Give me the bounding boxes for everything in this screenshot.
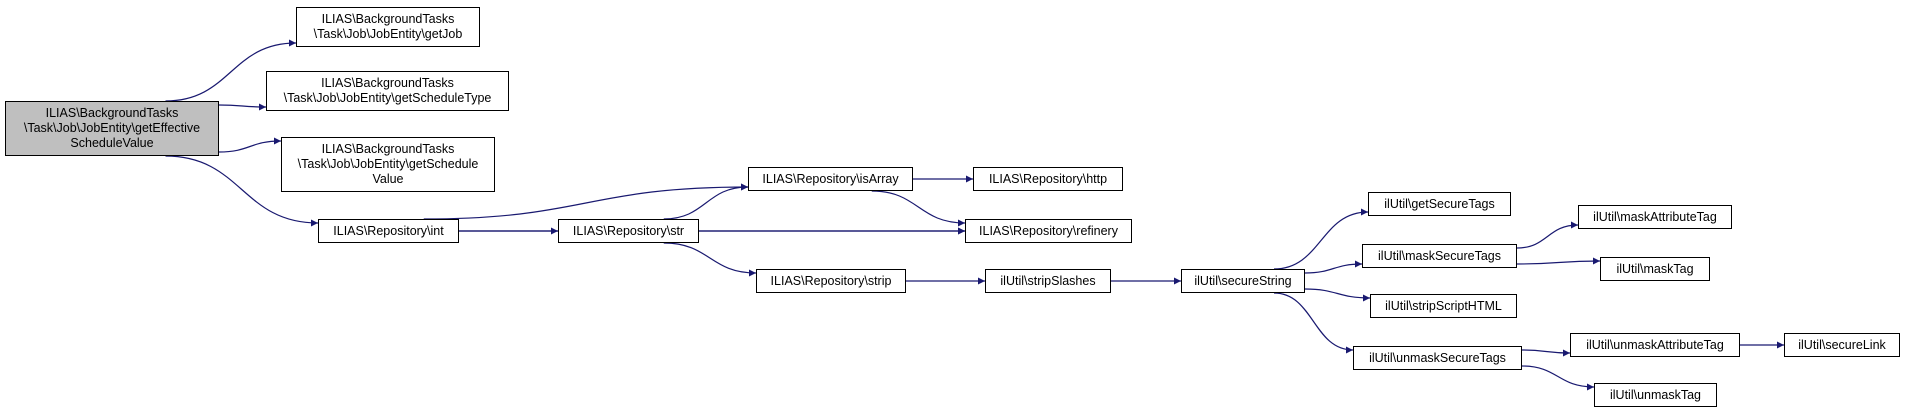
node-ilutil-secure-string[interactable]: ilUtil\secureString (1181, 269, 1305, 293)
node-ilutil-get-secure-tags[interactable]: ilUtil\getSecureTags (1368, 192, 1511, 216)
edge-int-to-isArray (423, 183, 749, 220)
edge-maskSecureTags-to-maskTag (1516, 257, 1601, 265)
node-get-job[interactable]: ILIAS\BackgroundTasks \Task\Job\JobEntit… (296, 7, 480, 47)
edge-unmaskSecureTags-to-unmaskAttributeTag (1521, 349, 1571, 357)
edge-secureString-to-stripScriptHTML (1304, 288, 1371, 302)
edge-root-to-getScheduleType (218, 103, 267, 111)
edge-root-to-int (165, 155, 319, 227)
edge-maskSecureTags-to-maskAttributeTag (1516, 221, 1579, 249)
node-ilutil-mask-tag[interactable]: ilUtil\maskTag (1600, 257, 1710, 281)
edge-isArray-to-refinery (871, 190, 966, 227)
node-ilutil-strip-slashes[interactable]: ilUtil\stripSlashes (985, 269, 1111, 293)
node-ilutil-unmask-attribute-tag[interactable]: ilUtil\unmaskAttributeTag (1570, 333, 1740, 357)
node-root-get-effective-schedule-value: ILIAS\BackgroundTasks \Task\Job\JobEntit… (5, 101, 219, 156)
node-get-schedule-value[interactable]: ILIAS\BackgroundTasks \Task\Job\JobEntit… (281, 137, 495, 192)
edge-str-to-strip (663, 242, 757, 277)
node-repository-str[interactable]: ILIAS\Repository\str (558, 219, 699, 243)
node-repository-is-array[interactable]: ILIAS\Repository\isArray (748, 167, 913, 191)
node-repository-http[interactable]: ILIAS\Repository\http (973, 167, 1123, 191)
edge-secureString-to-getSecureTags (1273, 208, 1369, 270)
edge-root-to-getJob (165, 39, 297, 102)
edge-secureString-to-maskSecureTags (1304, 260, 1363, 274)
edge-root-to-getScheduleValue (218, 137, 282, 153)
node-get-schedule-type[interactable]: ILIAS\BackgroundTasks \Task\Job\JobEntit… (266, 71, 509, 111)
edge-secureString-to-unmaskSecureTags (1273, 292, 1354, 354)
node-ilutil-secure-link[interactable]: ilUtil\secureLink (1784, 333, 1900, 357)
node-ilutil-unmask-tag[interactable]: ilUtil\unmaskTag (1594, 383, 1717, 407)
node-ilutil-unmask-secure-tags[interactable]: ilUtil\unmaskSecureTags (1353, 346, 1522, 370)
node-repository-strip[interactable]: ILIAS\Repository\strip (756, 269, 906, 293)
node-ilutil-mask-secure-tags[interactable]: ilUtil\maskSecureTags (1362, 244, 1517, 268)
node-ilutil-strip-script-html[interactable]: ilUtil\stripScriptHTML (1370, 294, 1517, 318)
node-repository-int[interactable]: ILIAS\Repository\int (318, 219, 459, 243)
edge-unmaskSecureTags-to-unmaskTag (1521, 365, 1595, 391)
node-repository-refinery[interactable]: ILIAS\Repository\refinery (965, 219, 1132, 243)
edge-str-to-isArray (663, 183, 749, 220)
node-ilutil-mask-attribute-tag[interactable]: ilUtil\maskAttributeTag (1578, 205, 1732, 229)
